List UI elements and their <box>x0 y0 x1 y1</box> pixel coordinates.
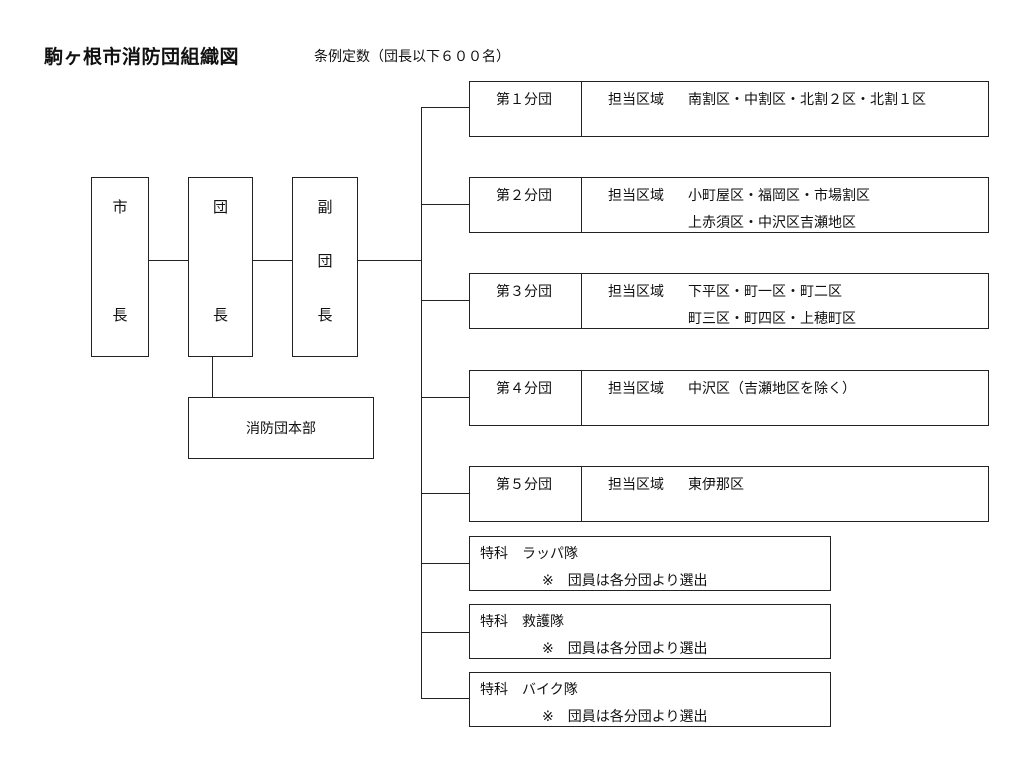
area-line: 町三区・町四区・上穂町区 <box>688 311 856 327</box>
area-label: 担当区域 <box>608 381 664 397</box>
unit-divider <box>581 371 582 425</box>
special-box: 特科 バイク隊 ※ 団員は各分団より選出 <box>469 672 831 727</box>
special-box: 特科 救護隊 ※ 団員は各分団より選出 <box>469 604 831 659</box>
area-line: 南割区・中割区・北割２区・北割１区 <box>688 92 926 108</box>
branch-unit-1 <box>421 107 470 108</box>
mayor-box: 市 長 <box>91 177 149 357</box>
unit-name: 第５分団 <box>496 477 552 493</box>
trunk-line <box>421 107 422 698</box>
connector-vice-trunk <box>357 260 422 261</box>
special-note: ※ 団員は各分団より選出 <box>542 709 708 725</box>
mayor-char-2: 長 <box>112 306 128 324</box>
area-label: 担当区域 <box>608 188 664 204</box>
area-label: 担当区域 <box>608 92 664 108</box>
hq-box: 消防団本部 <box>188 397 374 459</box>
vice-chief-char-1: 副 <box>317 198 333 216</box>
unit-name: 第４分団 <box>496 381 552 397</box>
chief-box: 団 長 <box>188 177 253 357</box>
mayor-char-1: 市 <box>112 198 128 216</box>
unit-name: 第２分団 <box>496 188 552 204</box>
quota-note: 条例定数（団長以下６００名） <box>314 49 510 65</box>
chief-char-1: 団 <box>212 198 228 216</box>
branch-unit-5 <box>421 493 470 494</box>
unit-divider <box>581 467 582 521</box>
connector-chief-vice <box>252 260 293 261</box>
connector-chief-hq <box>212 356 213 397</box>
branch-unit-3 <box>421 300 470 301</box>
area-line: 中沢区（吉瀬地区を除く） <box>688 381 856 397</box>
unit-name: 第３分団 <box>496 284 552 300</box>
area-line: 東伊那区 <box>688 477 744 493</box>
chief-char-2: 長 <box>212 306 228 324</box>
special-box: 特科 ラッパ隊 ※ 団員は各分団より選出 <box>469 536 831 591</box>
special-name: 特科 ラッパ隊 <box>480 546 578 562</box>
connector-mayor-chief <box>149 260 189 261</box>
unit-box: 第２分団 担当区域 小町屋区・福岡区・市場割区 上赤須区・中沢区吉瀬地区 <box>469 177 989 233</box>
vice-chief-char-2: 団 <box>317 252 333 270</box>
unit-box: 第１分団 担当区域 南割区・中割区・北割２区・北割１区 <box>469 81 989 137</box>
special-note: ※ 団員は各分団より選出 <box>542 641 708 657</box>
special-name: 特科 救護隊 <box>480 614 564 630</box>
vice-chief-char-3: 長 <box>317 306 333 324</box>
unit-box: 第４分団 担当区域 中沢区（吉瀬地区を除く） <box>469 370 989 426</box>
unit-divider <box>581 82 582 136</box>
area-line: 下平区・町一区・町二区 <box>688 284 842 300</box>
unit-name: 第１分団 <box>496 92 552 108</box>
branch-unit-4 <box>421 397 470 398</box>
unit-box: 第３分団 担当区域 下平区・町一区・町二区 町三区・町四区・上穂町区 <box>469 273 989 329</box>
diagram-title: 駒ヶ根市消防団組織図 <box>44 46 240 68</box>
branch-special-2 <box>421 632 470 633</box>
area-label: 担当区域 <box>608 284 664 300</box>
special-name: 特科 バイク隊 <box>480 682 578 698</box>
vice-chief-box: 副 団 長 <box>292 177 358 357</box>
unit-box: 第５分団 担当区域 東伊那区 <box>469 466 989 522</box>
special-note: ※ 団員は各分団より選出 <box>542 573 708 589</box>
hq-label: 消防団本部 <box>246 421 316 437</box>
branch-special-3 <box>421 698 470 699</box>
branch-unit-2 <box>421 204 470 205</box>
area-line: 上赤須区・中沢区吉瀬地区 <box>688 215 856 231</box>
unit-divider <box>581 274 582 328</box>
branch-special-1 <box>421 563 470 564</box>
area-label: 担当区域 <box>608 477 664 493</box>
area-line: 小町屋区・福岡区・市場割区 <box>688 188 870 204</box>
unit-divider <box>581 178 582 232</box>
